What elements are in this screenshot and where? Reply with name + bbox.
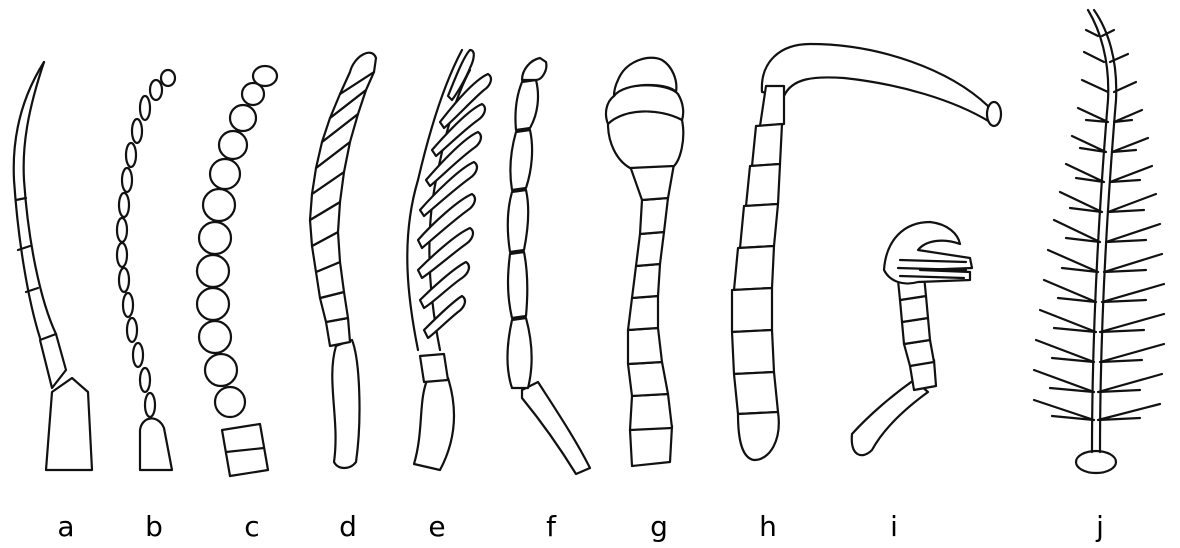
label-i: i — [890, 510, 898, 543]
antenna-h-geniculate — [732, 44, 1001, 460]
label-j: j — [1095, 510, 1104, 543]
antenna-g-capitate — [606, 58, 683, 466]
label-b: b — [145, 510, 163, 543]
antenna-j-plumose — [1034, 10, 1164, 473]
label-g: g — [650, 510, 668, 543]
label-h: h — [759, 510, 777, 543]
label-c: c — [244, 510, 259, 543]
antenna-i-lamellate — [852, 222, 972, 455]
label-a: a — [57, 510, 74, 543]
antenna-a-setaceous — [14, 62, 92, 470]
antenna-d-serrate — [310, 53, 376, 468]
antenna-b-filiform — [117, 70, 175, 470]
antenna-e-pectinate — [407, 50, 491, 470]
label-e: e — [428, 510, 445, 543]
antenna-c-moniliform — [197, 66, 277, 476]
label-d: d — [339, 510, 357, 543]
antenna-f-segmented — [507, 58, 590, 474]
label-f: f — [546, 510, 557, 543]
